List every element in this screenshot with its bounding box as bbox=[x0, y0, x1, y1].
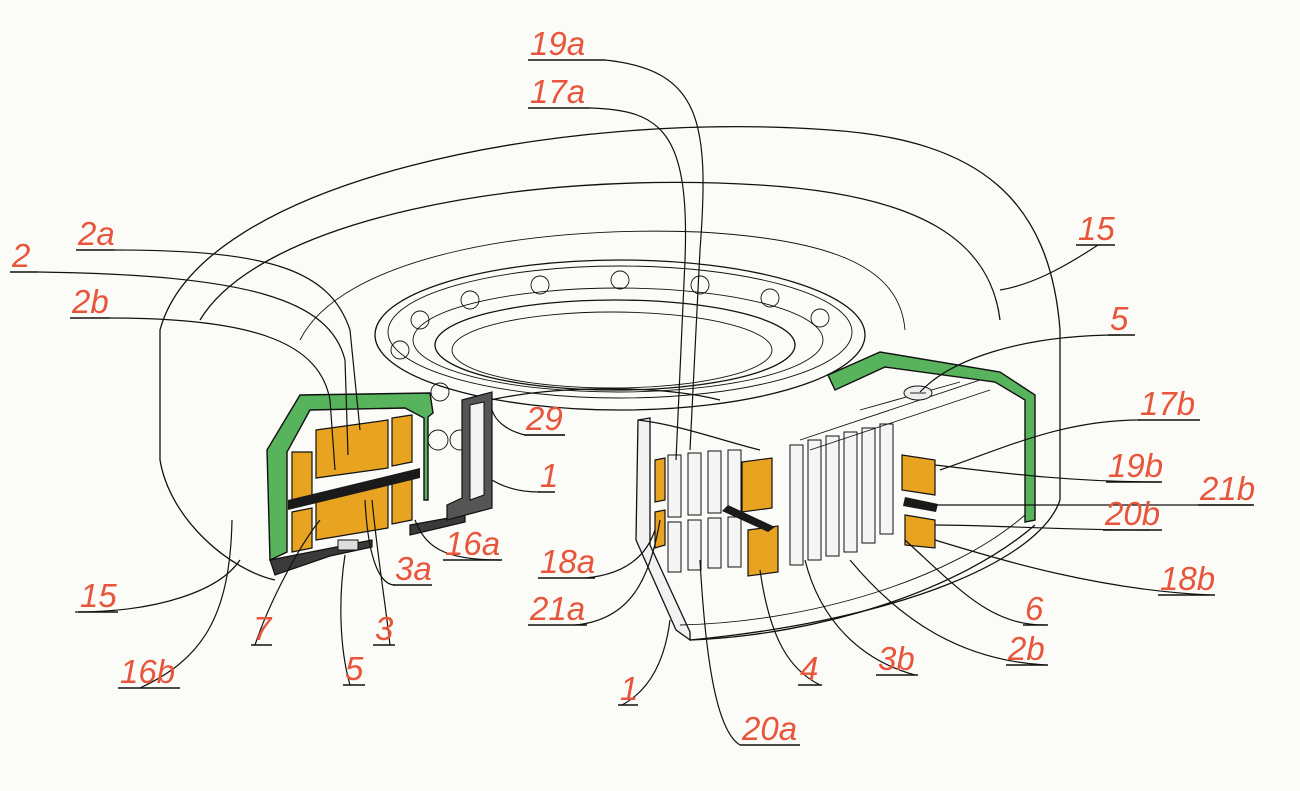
label-3b: 3b bbox=[878, 640, 915, 677]
label-19a: 19a bbox=[530, 25, 585, 62]
central-bearing bbox=[374, 259, 866, 451]
label-2b-left: 2b bbox=[71, 283, 109, 320]
label-2a: 2a bbox=[77, 215, 115, 252]
label-21a: 21a bbox=[529, 590, 585, 627]
label-16a: 16a bbox=[445, 525, 500, 562]
label-1-mid: 1 bbox=[540, 457, 558, 494]
label-5-right: 5 bbox=[1110, 300, 1129, 337]
right-cross-section bbox=[635, 351, 1036, 642]
label-21b: 21b bbox=[1199, 470, 1255, 507]
label-18b: 18b bbox=[1160, 560, 1215, 597]
label-2b-right: 2b bbox=[1007, 630, 1045, 667]
label-20b: 20b bbox=[1104, 495, 1160, 532]
label-3a: 3a bbox=[395, 550, 432, 587]
label-6: 6 bbox=[1025, 590, 1044, 627]
label-15-left: 15 bbox=[80, 577, 117, 614]
label-1-bottom: 1 bbox=[620, 670, 638, 707]
left-cross-section bbox=[266, 391, 493, 576]
label-2: 2 bbox=[11, 237, 30, 274]
label-29: 29 bbox=[525, 400, 563, 437]
label-3: 3 bbox=[375, 610, 394, 647]
label-15-right: 15 bbox=[1078, 210, 1115, 247]
label-19b: 19b bbox=[1108, 447, 1163, 484]
label-7: 7 bbox=[253, 610, 273, 647]
part-labels: 19a 17a 15 2a 2 2b 5 17b 29 1 19b 21b 20… bbox=[10, 25, 1255, 747]
label-17a: 17a bbox=[530, 73, 585, 110]
label-17b: 17b bbox=[1140, 385, 1195, 422]
label-18a: 18a bbox=[540, 543, 595, 580]
leader-lines bbox=[37, 59, 1252, 746]
outer-housing bbox=[159, 126, 1061, 641]
label-16b: 16b bbox=[120, 653, 175, 690]
label-4: 4 bbox=[800, 650, 818, 687]
label-5-bottom: 5 bbox=[345, 650, 364, 687]
label-20a: 20a bbox=[741, 710, 797, 747]
